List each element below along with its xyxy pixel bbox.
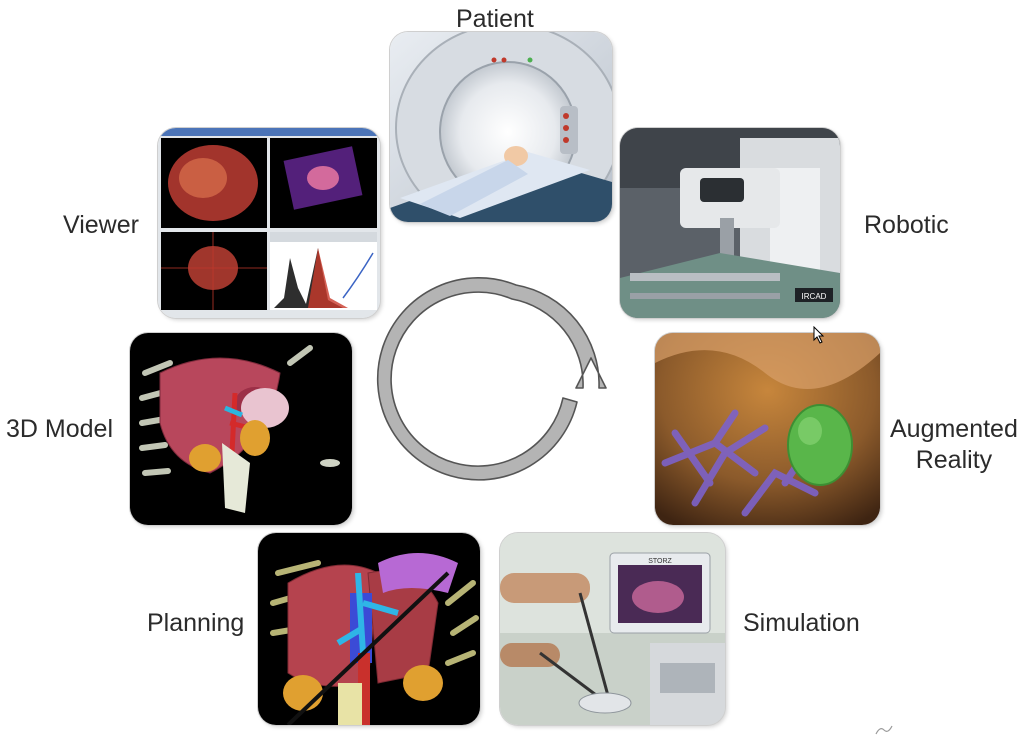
storz-brand-text: STORZ bbox=[648, 558, 672, 565]
stage-label-3d-model: 3D Model bbox=[6, 415, 113, 443]
3d-model-image bbox=[130, 333, 352, 525]
planning-image bbox=[258, 533, 480, 725]
stage-label-planning: Planning bbox=[147, 609, 245, 637]
stage-label-augmented-reality: Augmented Reality bbox=[890, 414, 1018, 477]
augmented-reality-image bbox=[655, 333, 880, 525]
stage-label-viewer: Viewer bbox=[63, 211, 139, 239]
simulation-image: STORZ bbox=[500, 533, 725, 725]
viewer-software-image bbox=[158, 128, 380, 318]
stage-label-simulation: Simulation bbox=[743, 609, 860, 637]
corner-logo-icon bbox=[875, 725, 893, 735]
ircad-logo-text: IRCAD bbox=[802, 292, 827, 301]
patient-ct-scanner-image bbox=[390, 32, 612, 222]
stage-label-patient: Patient bbox=[456, 5, 534, 33]
robotic-surgery-image: IRCAD bbox=[620, 128, 840, 318]
stage-label-robotic: Robotic bbox=[864, 211, 949, 239]
augmented-line-2: Reality bbox=[915, 446, 993, 475]
mouse-pointer-icon bbox=[813, 326, 825, 344]
augmented-line-1: Augmented bbox=[890, 415, 1018, 443]
